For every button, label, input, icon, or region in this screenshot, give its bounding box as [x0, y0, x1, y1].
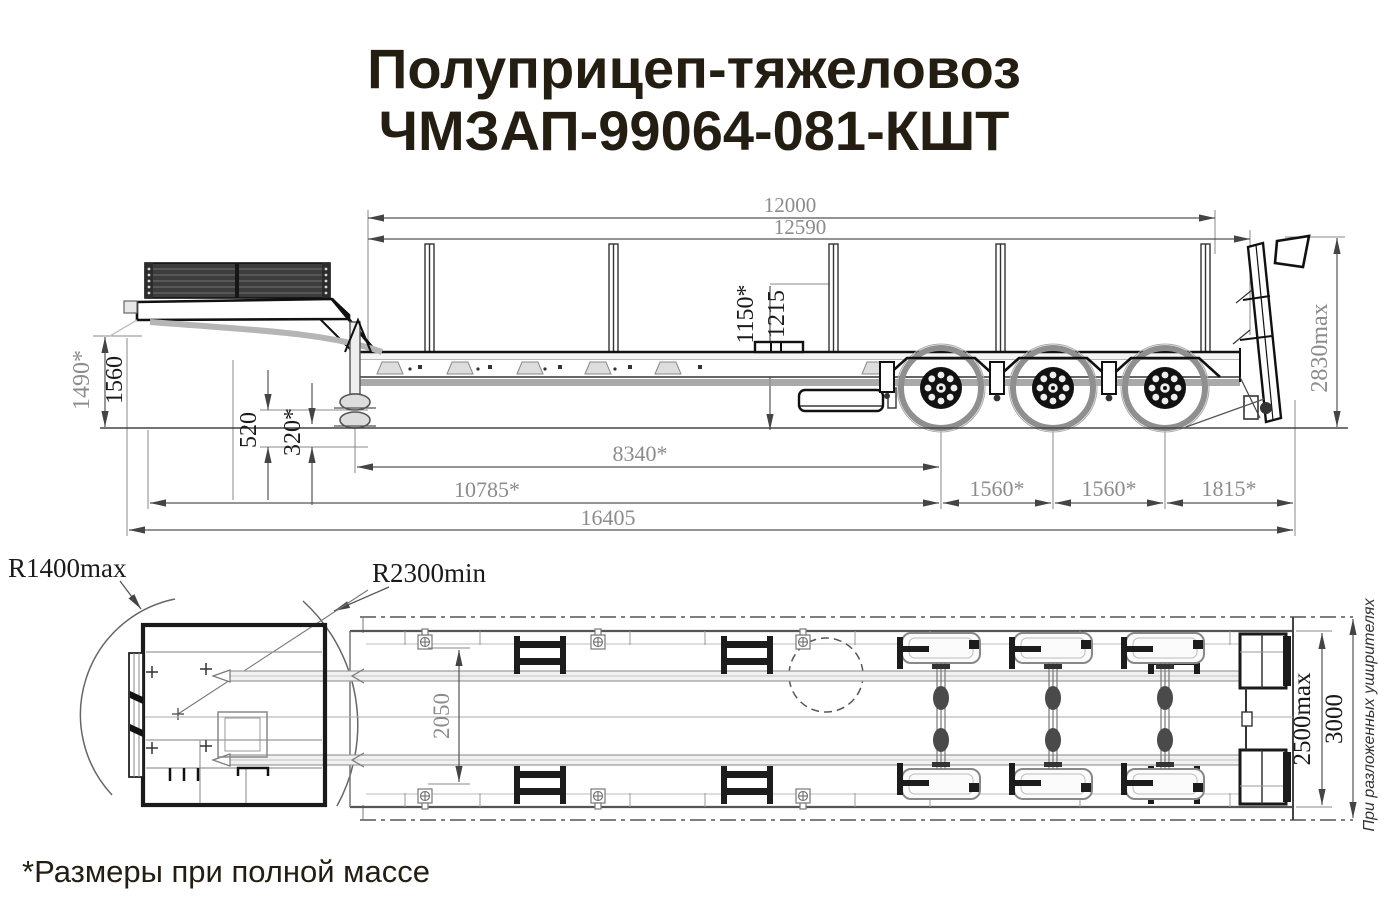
side-dimension-lines [101, 214, 1341, 534]
dim-1815: 1815* [1202, 476, 1257, 501]
title-block: Полуприцеп-тяжеловоз ЧМЗАП-99064-081-КШТ [367, 37, 1021, 162]
note-extenders: При разложенных уширителях [1361, 598, 1378, 832]
dim-1490: 1490* [69, 350, 95, 410]
dim-10785: 10785* [454, 477, 520, 502]
plan-axle [1009, 632, 1093, 800]
plan-dimensions: 2050 2500max 3000 При разложенных уширит… [428, 598, 1378, 832]
dim-520: 520 [236, 412, 262, 448]
plan-platform [143, 617, 1294, 820]
top-view: R1400max R2300min [8, 553, 1378, 831]
side-trailer-body [100, 234, 1348, 433]
dim-1215: 1215 [764, 290, 790, 338]
ramp-stack [144, 262, 331, 299]
dim-2830max: 2830max [1307, 303, 1333, 392]
dim-1560-height: 1560 [102, 356, 128, 404]
plan-clamps [417, 628, 811, 810]
plan-axles [897, 632, 1205, 800]
title-line-1: Полуприцеп-тяжеловоз [367, 37, 1021, 100]
dim-12590: 12590 [774, 215, 827, 239]
plan-bolsters [514, 636, 1200, 804]
dim-1150: 1150* [733, 284, 759, 343]
dim-2500max: 2500max [1289, 672, 1316, 766]
dim-3000: 3000 [1321, 694, 1348, 744]
dim-r1400max: R1400max [8, 553, 127, 583]
plan-ramps [1238, 632, 1291, 806]
plan-beams [211, 668, 1291, 768]
title-line-2: ЧМЗАП-99064-081-КШТ [379, 99, 1010, 162]
plan-gooseneck [128, 622, 328, 808]
dim-2050: 2050 [429, 693, 454, 739]
plan-axle [897, 632, 981, 800]
dim-12000: 12000 [764, 193, 817, 217]
side-dimension-labels: 12000 12590 1490* 1560 520 320* 1150* 12… [69, 193, 1333, 530]
side-rear-ramp [1185, 234, 1311, 428]
footnote: *Размеры при полной массе [22, 854, 430, 889]
dim-320: 320* [280, 408, 306, 456]
kingpin [334, 321, 376, 429]
deck-bolster [753, 340, 805, 354]
side-view: 12000 12590 1490* 1560 520 320* 1150* 12… [69, 193, 1348, 536]
widened-outline [360, 616, 1353, 821]
plan-axle [1121, 632, 1205, 800]
side-stakes [424, 243, 1211, 353]
dim-r2300min: R2300min [372, 558, 487, 588]
dim-1560-axle-2: 1560* [1082, 476, 1137, 501]
dim-16405: 16405 [581, 505, 636, 530]
dim-1560-axle-1: 1560* [970, 476, 1025, 501]
side-wheels [879, 343, 1221, 433]
dim-8340: 8340* [613, 441, 668, 466]
side-gooseneck [109, 262, 384, 429]
